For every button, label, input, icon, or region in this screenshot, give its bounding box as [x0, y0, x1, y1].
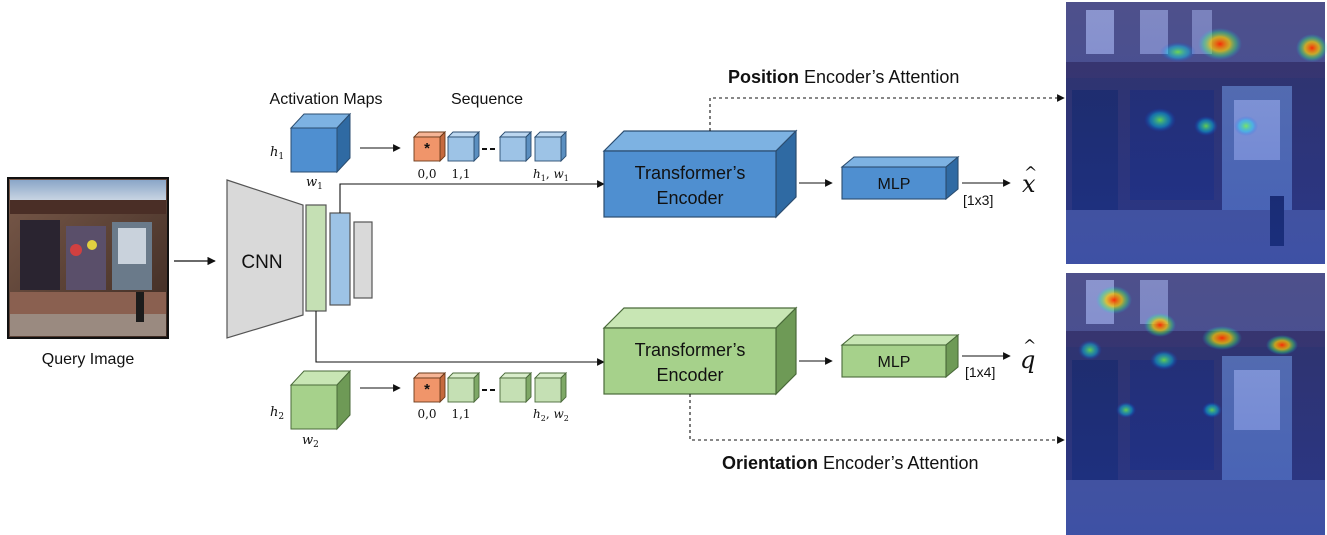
position-output-hat: ^	[1024, 163, 1037, 182]
orientation-transformer-encoder	[602, 306, 798, 396]
position-token-2	[498, 130, 533, 163]
orientation-dim-h: h2	[270, 405, 284, 422]
activation-maps-title: Activation Maps	[270, 91, 383, 108]
cnn-label: CNN	[241, 252, 282, 273]
sequence-title: Sequence	[451, 91, 523, 108]
position-special-token	[412, 130, 447, 163]
query-image	[7, 177, 169, 339]
orientation-token-1	[446, 371, 481, 404]
arrow-position-attention	[709, 94, 1065, 131]
orientation-encoder-line2: Encoder	[656, 365, 723, 385]
position-output-size: [1x3]	[963, 192, 993, 208]
position-token-last	[533, 130, 568, 163]
orientation-token-2	[498, 371, 533, 404]
orientation-token-second-label: 1,1	[451, 407, 470, 421]
position-dim-h: h1	[270, 145, 284, 162]
position-token-second-label: 1,1	[451, 167, 470, 181]
position-sequence	[412, 130, 568, 163]
orientation-output-size: [1x4]	[965, 364, 995, 380]
orientation-output-symbol: q	[1020, 346, 1035, 374]
position-token-start-label: 0,0	[417, 167, 436, 181]
orientation-token-start-label: 0,0	[417, 407, 436, 421]
orientation-special-token-star: *	[424, 381, 430, 398]
arrow-orientation-attention	[689, 394, 1065, 444]
position-attention-title: Position Encoder’s Attention	[728, 67, 959, 87]
position-mlp	[840, 155, 960, 201]
orientation-special-token	[412, 371, 447, 404]
position-token-last-label: h1, w1	[533, 167, 569, 183]
cnn-trapezoid	[226, 179, 304, 339]
orientation-activation-map	[289, 369, 352, 431]
position-special-token-star: *	[424, 140, 430, 157]
orientation-mlp	[840, 333, 960, 379]
position-attention-image	[1066, 2, 1327, 264]
orientation-attention-image	[1066, 273, 1325, 535]
position-activation-map	[289, 112, 352, 174]
orientation-sequence	[412, 371, 568, 404]
orientation-token-last-label: h2, w2	[533, 407, 569, 423]
query-image-caption: Query Image	[42, 351, 135, 368]
position-dim-w: w1	[306, 175, 323, 192]
position-output-symbol: x	[1022, 170, 1036, 198]
position-transformer-encoder	[602, 129, 798, 219]
arrow-cnn-to-position-encoder	[339, 180, 605, 213]
cnn-layer-position	[329, 212, 351, 306]
cnn-layer-gray	[353, 221, 373, 299]
arrow-cnn-to-orientation-encoder	[315, 311, 605, 366]
orientation-token-last	[533, 371, 568, 404]
cnn-block	[226, 179, 373, 339]
orientation-mlp-label: MLP	[878, 354, 911, 371]
orientation-dim-w: w2	[302, 433, 319, 450]
orientation-attention-title: Orientation Encoder’s Attention	[722, 453, 978, 473]
position-token-1	[446, 130, 481, 163]
orientation-encoder-line1: Transformer’s	[635, 340, 746, 360]
orientation-output-hat: ^	[1023, 336, 1036, 355]
position-mlp-label: MLP	[878, 176, 911, 193]
cnn-layer-orientation	[305, 204, 327, 312]
position-encoder-line2: Encoder	[656, 188, 723, 208]
position-encoder-line1: Transformer’s	[635, 163, 746, 183]
